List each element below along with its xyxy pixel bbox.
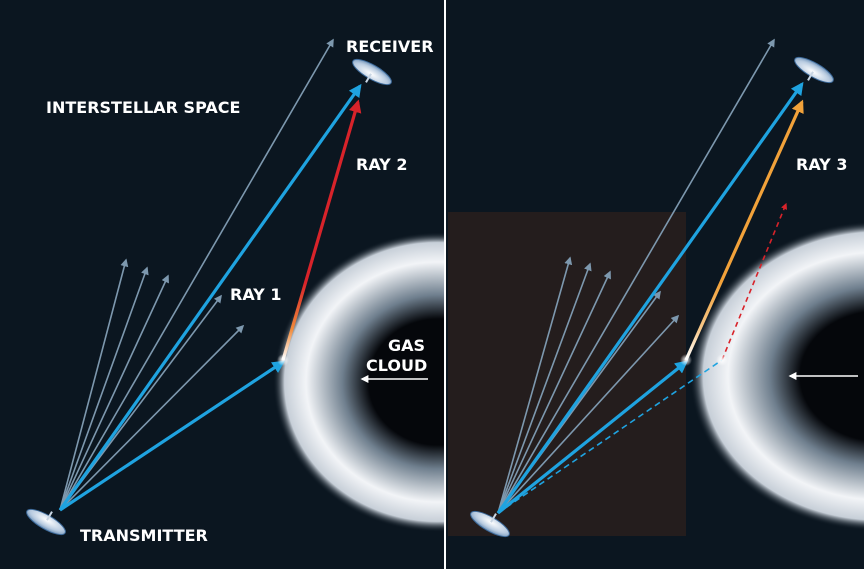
- fan-ray: [497, 38, 775, 514]
- dashed-reflected-ray: [721, 202, 788, 361]
- panel-divider: [444, 0, 446, 569]
- fan-ray: [497, 256, 573, 514]
- shaded-region: [448, 212, 686, 536]
- fan-ray: [59, 324, 245, 511]
- space-label: INTERSTELLAR SPACE: [46, 98, 240, 117]
- ray-3-label: RAY 3: [796, 155, 847, 174]
- fan-ray: [59, 266, 149, 511]
- fan-ray: [59, 258, 129, 511]
- direct-ray: [496, 81, 804, 514]
- ray-1: [59, 360, 286, 512]
- fan-ray: [59, 38, 334, 511]
- gas-cloud: [273, 232, 444, 532]
- fan-ray: [497, 262, 592, 514]
- receiver-label: RECEIVER: [346, 37, 434, 56]
- gas-cloud: [690, 221, 864, 531]
- dashed-incident-ray: [497, 359, 723, 514]
- fan-rays: [497, 38, 775, 514]
- fan-ray: [497, 314, 680, 514]
- receiver-dish-icon: [352, 58, 392, 86]
- transmitter-label: TRANSMITTER: [80, 526, 208, 545]
- ray-2: [281, 99, 362, 361]
- reflection-glint: [716, 354, 728, 366]
- fan-ray: [497, 270, 611, 514]
- reflection-glint: [277, 354, 289, 366]
- left-panel: RECEIVER INTERSTELLAR SPACE RAY 2 RAY 1 …: [26, 37, 444, 545]
- transmitter-dish-icon: [470, 510, 510, 538]
- ray-1-label: RAY 1: [230, 285, 281, 304]
- fan-ray: [59, 274, 169, 511]
- ray-3: [684, 99, 804, 361]
- ray-1: [496, 360, 688, 515]
- fan-rays: [59, 38, 334, 511]
- cloud-label-line2: CLOUD: [366, 356, 427, 375]
- right-panel: RAY 3: [448, 38, 864, 538]
- direct-ray: [58, 83, 362, 511]
- cloud-label-line1: GAS: [388, 336, 425, 355]
- ray-2-label: RAY 2: [356, 155, 407, 174]
- transmitter-dish-icon: [26, 508, 66, 536]
- receiver-dish-icon: [794, 56, 834, 84]
- reflection-glint: [680, 354, 692, 366]
